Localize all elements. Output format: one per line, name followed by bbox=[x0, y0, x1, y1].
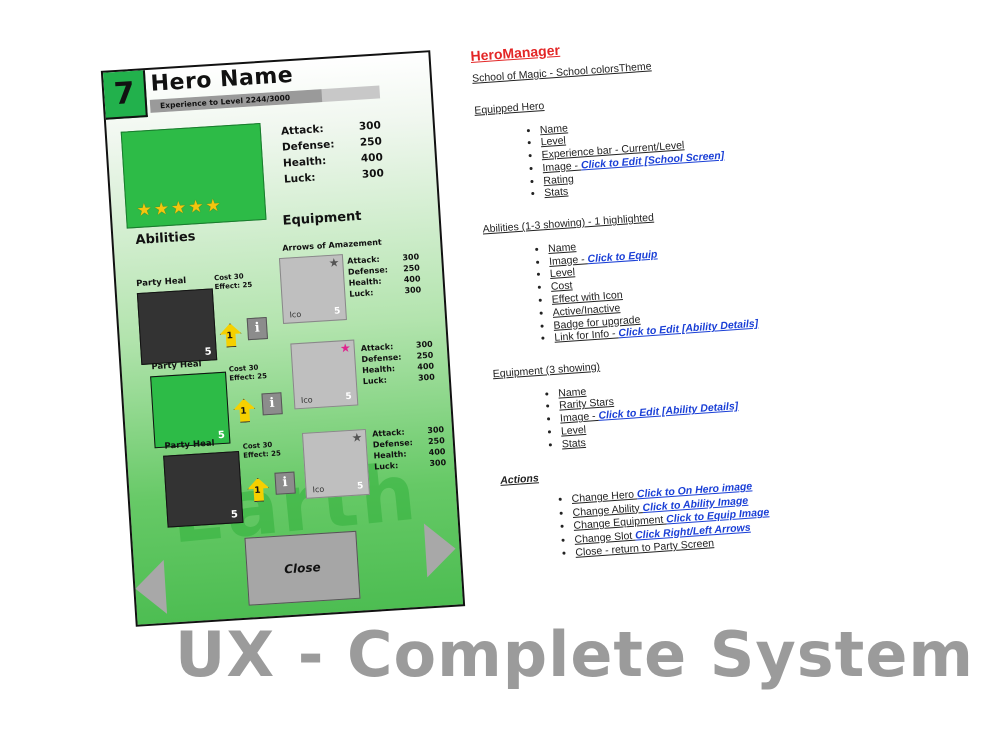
section-list: Name Rarity Stars Image - Click to Edit … bbox=[494, 365, 878, 455]
ability-cost-effect: Cost 30 Effect: 25 bbox=[242, 440, 281, 460]
ability-name: Party Heal bbox=[164, 438, 215, 452]
stat-value: 250 bbox=[427, 436, 446, 447]
ability-image[interactable]: 5 bbox=[150, 371, 231, 449]
equipment-item-title: Arrows of Amazement bbox=[282, 237, 383, 253]
item-text: Level bbox=[540, 134, 567, 149]
ability-slot-number: 5 bbox=[230, 509, 239, 521]
stat-label: Defense: bbox=[281, 138, 335, 154]
rarity-star-icon: ★ bbox=[351, 430, 363, 445]
hero-stats: Attack: 300 Defense: 250 Health: 400 Luck: 3… bbox=[281, 117, 385, 187]
equipment-image[interactable]: ★ Ico 5 bbox=[278, 254, 347, 324]
ability-name: Party Heal bbox=[151, 359, 202, 373]
ability-slot-number: 5 bbox=[204, 346, 213, 358]
item-text: Stats bbox=[561, 436, 587, 451]
stat-label: Luck: bbox=[283, 171, 316, 186]
equipment-image[interactable]: ★ Ico 5 bbox=[301, 428, 370, 499]
item-text: Name bbox=[547, 240, 577, 255]
stat-value: 300 bbox=[402, 252, 420, 263]
hero-rating-stars: ★★★★★ bbox=[136, 195, 224, 221]
ability-effect: Effect: 25 bbox=[214, 280, 253, 292]
hero-image[interactable]: ★★★★★ bbox=[120, 122, 267, 229]
equipment-icon-label: Ico bbox=[289, 309, 302, 320]
next-slot-arrow-icon[interactable] bbox=[423, 521, 458, 578]
equipment-stats: Attack:300 Defense:250 Health:400 Luck:3… bbox=[347, 251, 422, 299]
equipment-image[interactable]: ★ Ico 5 bbox=[290, 339, 359, 410]
stat-label: Attack: bbox=[280, 123, 324, 138]
item-text: Image - bbox=[548, 252, 588, 268]
stat-label: Health: bbox=[282, 154, 327, 170]
stat-value: 400 bbox=[403, 274, 421, 285]
previous-slot-arrow-icon[interactable] bbox=[133, 559, 168, 616]
stat-label: Luck: bbox=[362, 375, 388, 387]
section-list: Name Image - Click to Equip Level Cost E… bbox=[484, 221, 870, 350]
equipment-icon-label: Ico bbox=[312, 484, 325, 495]
stat-value: 300 bbox=[361, 167, 385, 181]
upgrade-level: 1 bbox=[254, 485, 261, 497]
upgrade-level: 1 bbox=[240, 406, 247, 417]
stat-value: 400 bbox=[360, 151, 384, 165]
ability-info-button[interactable]: i bbox=[246, 316, 268, 341]
item-text: Level bbox=[560, 423, 587, 438]
stat-value: 300 bbox=[415, 339, 433, 350]
abilities-heading: Abilities bbox=[135, 229, 196, 249]
ability-name: Party Heal bbox=[135, 275, 187, 290]
ability-info-button[interactable]: i bbox=[261, 392, 283, 416]
close-button[interactable]: Close bbox=[244, 530, 361, 606]
stat-value: 300 bbox=[429, 458, 447, 469]
item-text: Cost bbox=[550, 279, 573, 294]
upgrade-level: 1 bbox=[226, 331, 234, 342]
stat-value: 250 bbox=[359, 135, 383, 149]
equipment-number: 5 bbox=[356, 481, 364, 492]
actions-list: Change Hero Click to On Hero image Chang… bbox=[501, 472, 885, 566]
stat-value: 300 bbox=[417, 372, 436, 383]
hero-manager-wireframe: Earth 7 Hero Name Experience to Level 22… bbox=[100, 50, 466, 627]
spec-notes: HeroManager School of Magic - School col… bbox=[470, 21, 889, 616]
item-text: Rating bbox=[543, 172, 575, 187]
item-text: Name bbox=[539, 121, 569, 136]
section-list: Name Level Experience bar - Current/Leve… bbox=[476, 102, 860, 205]
stat-value: 400 bbox=[428, 447, 446, 458]
ability-image[interactable]: 5 bbox=[136, 288, 218, 365]
rarity-star-icon: ★ bbox=[328, 255, 340, 270]
hero-level-badge: 7 bbox=[102, 70, 148, 120]
ability-info-button[interactable]: i bbox=[274, 471, 296, 495]
stat-value: 400 bbox=[417, 361, 435, 372]
stat-label: Luck: bbox=[349, 288, 374, 299]
stat-value: 300 bbox=[427, 425, 445, 436]
equipment-number: 5 bbox=[345, 391, 353, 403]
stat-value: 250 bbox=[402, 263, 421, 274]
item-text: Image - bbox=[559, 410, 599, 425]
ability-effect: Effect: 25 bbox=[229, 372, 268, 383]
ability-effect: Effect: 25 bbox=[243, 449, 282, 460]
equipment-heading: Equipment bbox=[282, 208, 363, 229]
item-text: Name bbox=[557, 385, 587, 400]
rarity-star-icon: ★ bbox=[339, 340, 352, 356]
stat-label: Luck: bbox=[373, 461, 399, 472]
ability-slot-number: 5 bbox=[217, 429, 226, 442]
stat-value: 300 bbox=[404, 285, 422, 296]
item-text: Image - bbox=[542, 159, 582, 175]
item-text: Level bbox=[549, 266, 576, 281]
equipment-number: 5 bbox=[333, 306, 341, 317]
equipment-stats: Attack:300 Defense:250 Health:400 Luck:3… bbox=[360, 339, 435, 387]
item-text: Stats bbox=[543, 185, 569, 200]
equipment-icon-label: Ico bbox=[300, 395, 313, 405]
stat-value: 250 bbox=[416, 350, 434, 361]
caption: UX - Complete System bbox=[175, 618, 974, 691]
ability-cost-effect: Cost 30 Effect: 25 bbox=[229, 363, 268, 383]
stat-value: 300 bbox=[358, 119, 382, 133]
equipment-stats: Attack:300 Defense:250 Health:400 Luck:3… bbox=[372, 424, 447, 472]
ability-image[interactable]: 5 bbox=[163, 450, 244, 528]
ability-cost-effect: Cost 30 Effect: 25 bbox=[214, 272, 253, 292]
